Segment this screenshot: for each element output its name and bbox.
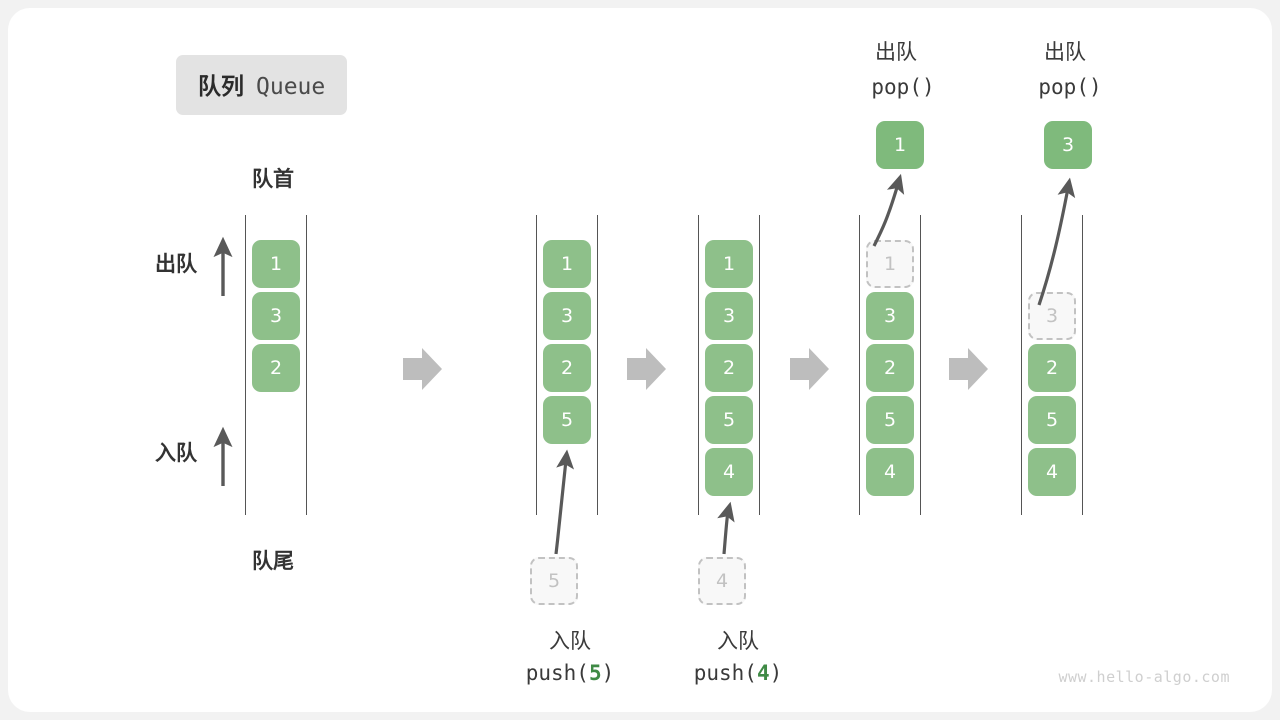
queue-item: 1: [543, 240, 591, 288]
queue-column-pop-3: 3 2 5 4: [1021, 215, 1083, 515]
push-caption-fn-prefix: push(: [525, 661, 589, 685]
queue-rail-left: [1021, 215, 1022, 515]
push-caption-fn-suffix: ): [601, 661, 615, 685]
dequeue-side-label: 出队: [155, 252, 197, 276]
queue-rail-right: [597, 215, 598, 515]
queue-rail-left: [245, 215, 246, 515]
queue-item-new: 5: [543, 396, 591, 444]
queue-popped-item: 3: [1044, 121, 1092, 169]
title-english: Queue: [256, 74, 326, 100]
diagram-title-badge: 队列 Queue: [176, 55, 348, 115]
queue-item: 5: [866, 396, 914, 444]
queue-item: 2: [543, 344, 591, 392]
queue-rail-left: [859, 215, 860, 515]
queue-ghost-item: 3: [1028, 292, 1076, 340]
queue-item: 2: [705, 344, 753, 392]
queue-tail-label: 队尾: [252, 549, 294, 573]
push-caption-fn-suffix: ): [769, 661, 783, 685]
step-arrow-icon: [949, 348, 988, 390]
queue-popped-item: 1: [876, 121, 924, 169]
queue-head-label: 队首: [252, 167, 294, 191]
push-caption-fn: push(4): [694, 660, 783, 687]
push-caption-cn: 入队: [717, 629, 759, 653]
diagram-card: 队列 Queue 队首 队尾 出队 入队 1 3 2 1 3 2 5 5 入队 …: [8, 8, 1272, 712]
queue-item: 3: [543, 292, 591, 340]
watermark: www.hello-algo.com: [1058, 668, 1230, 686]
enqueue-side-label: 入队: [155, 441, 197, 465]
pop-caption-cn: 出队: [1044, 40, 1086, 64]
queue-column-pop-1: 1 3 2 5 4: [859, 215, 921, 515]
queue-item: 4: [866, 448, 914, 496]
push-caption-fn-arg: 4: [756, 661, 770, 685]
queue-rail-right: [1082, 215, 1083, 515]
push-caption-cn: 入队: [549, 629, 591, 653]
queue-item: 2: [252, 344, 300, 392]
queue-ghost-item: 5: [530, 557, 578, 605]
queue-item: 3: [252, 292, 300, 340]
queue-item: 1: [252, 240, 300, 288]
push-4-arrow: [717, 501, 735, 555]
push-caption-fn-arg: 5: [588, 661, 602, 685]
queue-rail-right: [306, 215, 307, 515]
queue-ghost-item: 1: [866, 240, 914, 288]
queue-item: 4: [1028, 448, 1076, 496]
title-chinese: 队列: [198, 74, 244, 100]
step-arrow-icon: [790, 348, 829, 390]
arrow-overlay: [213, 173, 1076, 555]
queue-column-push-5: 1 3 2 5: [536, 215, 598, 515]
step-arrow-icon: [403, 348, 442, 390]
queue-rail-right: [920, 215, 921, 515]
step-arrow-icon: [627, 348, 666, 390]
push-caption-fn-prefix: push(: [693, 661, 757, 685]
queue-rail-right: [759, 215, 760, 515]
queue-item: 2: [1028, 344, 1076, 392]
queue-ghost-item: 4: [698, 557, 746, 605]
queue-item: 3: [705, 292, 753, 340]
queue-item: 2: [866, 344, 914, 392]
queue-item-new: 4: [705, 448, 753, 496]
queue-item: 3: [866, 292, 914, 340]
pop-caption-fn: pop(): [1038, 75, 1102, 99]
pop-caption-cn: 出队: [875, 40, 917, 64]
pop-caption-fn: pop(): [871, 75, 935, 99]
queue-item: 5: [705, 396, 753, 444]
queue-rail-left: [698, 215, 699, 515]
queue-rail-left: [536, 215, 537, 515]
queue-item: 1: [705, 240, 753, 288]
queue-item: 5: [1028, 396, 1076, 444]
queue-column-push-4: 1 3 2 5 4: [698, 215, 760, 515]
queue-column-initial: 1 3 2: [245, 215, 307, 515]
push-caption-fn: push(5): [526, 660, 615, 687]
